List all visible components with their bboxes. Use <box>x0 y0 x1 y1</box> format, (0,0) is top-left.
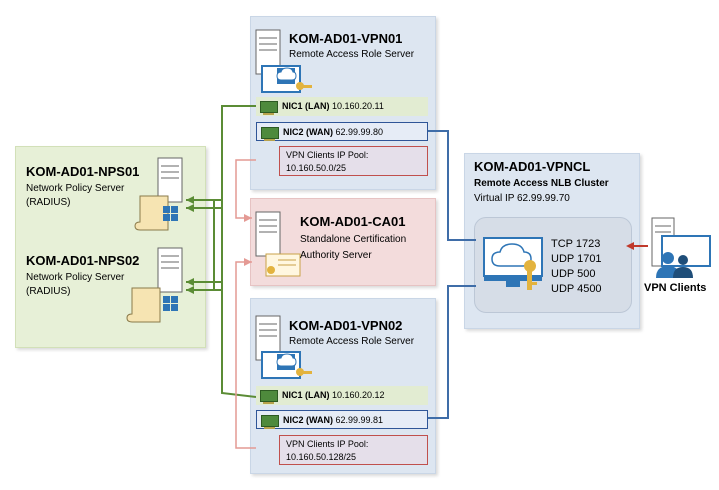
vpn02-nic1-ip: 10.160.20.12 <box>332 390 385 400</box>
nic-icon <box>261 415 279 429</box>
vpn01-nic2-ip: 62.99.99.80 <box>335 127 384 137</box>
vpn01-nic1-label: NIC1 (LAN) <box>282 101 330 111</box>
vpn01-nic1-ip: 10.160.20.11 <box>332 101 384 111</box>
arrowheads <box>186 196 634 294</box>
vpncl-port-0: TCP 1723 <box>551 238 601 250</box>
ca01-role-line2: Authority Server <box>300 250 372 261</box>
clients-label: VPN Clients <box>644 282 707 294</box>
nps01-title: KOM-AD01-NPS01 <box>26 164 140 179</box>
vpn01-nic1: NIC1 (LAN) 10.160.20.11 <box>256 97 428 116</box>
nps02-radius: (RADIUS) <box>26 286 71 297</box>
nic-icon <box>260 390 278 404</box>
vpn02-pool-label: VPN Clients IP Pool: <box>286 439 369 449</box>
vpn01-pool-label: VPN Clients IP Pool: <box>286 150 369 160</box>
vpn02-pool: VPN Clients IP Pool: 10.160.50.128/25 <box>279 435 428 465</box>
pool-lines <box>235 159 256 449</box>
vpn01-title: KOM-AD01-VPN01 <box>289 31 403 46</box>
vpncl-subtitle: Remote Access NLB Cluster <box>474 178 609 189</box>
vpn01-nic2-label: NIC2 (WAN) <box>283 127 333 137</box>
vpncl-port-3: UDP 4500 <box>551 283 602 295</box>
vpn02-nic2-ip: 62.99.99.81 <box>335 415 384 425</box>
vpn02-title: KOM-AD01-VPN02 <box>289 318 403 333</box>
nic-icon <box>261 127 279 141</box>
vpn01-pool: VPN Clients IP Pool: 10.160.50.0/25 <box>279 146 428 176</box>
vpn02-nic1-label: NIC1 (LAN) <box>282 390 330 400</box>
vpn02-role: Remote Access Role Server <box>289 336 415 347</box>
vpncl-inner-panel <box>474 217 632 313</box>
vpncl-port-1: UDP 1701 <box>551 253 602 265</box>
vpn01-role: Remote Access Role Server <box>289 49 415 60</box>
nps02-role: Network Policy Server <box>26 272 125 283</box>
nps01-role: Network Policy Server <box>26 183 125 194</box>
wan-lines <box>428 130 476 419</box>
ca01-role-line1: Standalone Certification <box>300 234 407 245</box>
vpn02-nic2: NIC2 (WAN) 62.99.99.81 <box>256 410 428 429</box>
vpn02-nic1: NIC1 (LAN) 10.160.20.12 <box>256 386 428 405</box>
nps01-radius: (RADIUS) <box>26 197 71 208</box>
nps02-title: KOM-AD01-NPS02 <box>26 253 140 268</box>
vpncl-port-2: UDP 500 <box>551 268 596 280</box>
vpn01-nic2: NIC2 (WAN) 62.99.99.80 <box>256 122 428 141</box>
ca01-title: KOM-AD01-CA01 <box>300 214 406 229</box>
nic-icon <box>260 101 278 115</box>
vpn02-pool-range: 10.160.50.128/25 <box>286 452 357 462</box>
vpncl-title: KOM-AD01-VPNCL <box>474 159 591 174</box>
lan-lines <box>186 105 257 398</box>
vpn02-nic2-label: NIC2 (WAN) <box>283 415 333 425</box>
vpncl-vip: Virtual IP 62.99.99.70 <box>474 193 570 204</box>
vpn01-pool-range: 10.160.50.0/25 <box>286 163 347 173</box>
